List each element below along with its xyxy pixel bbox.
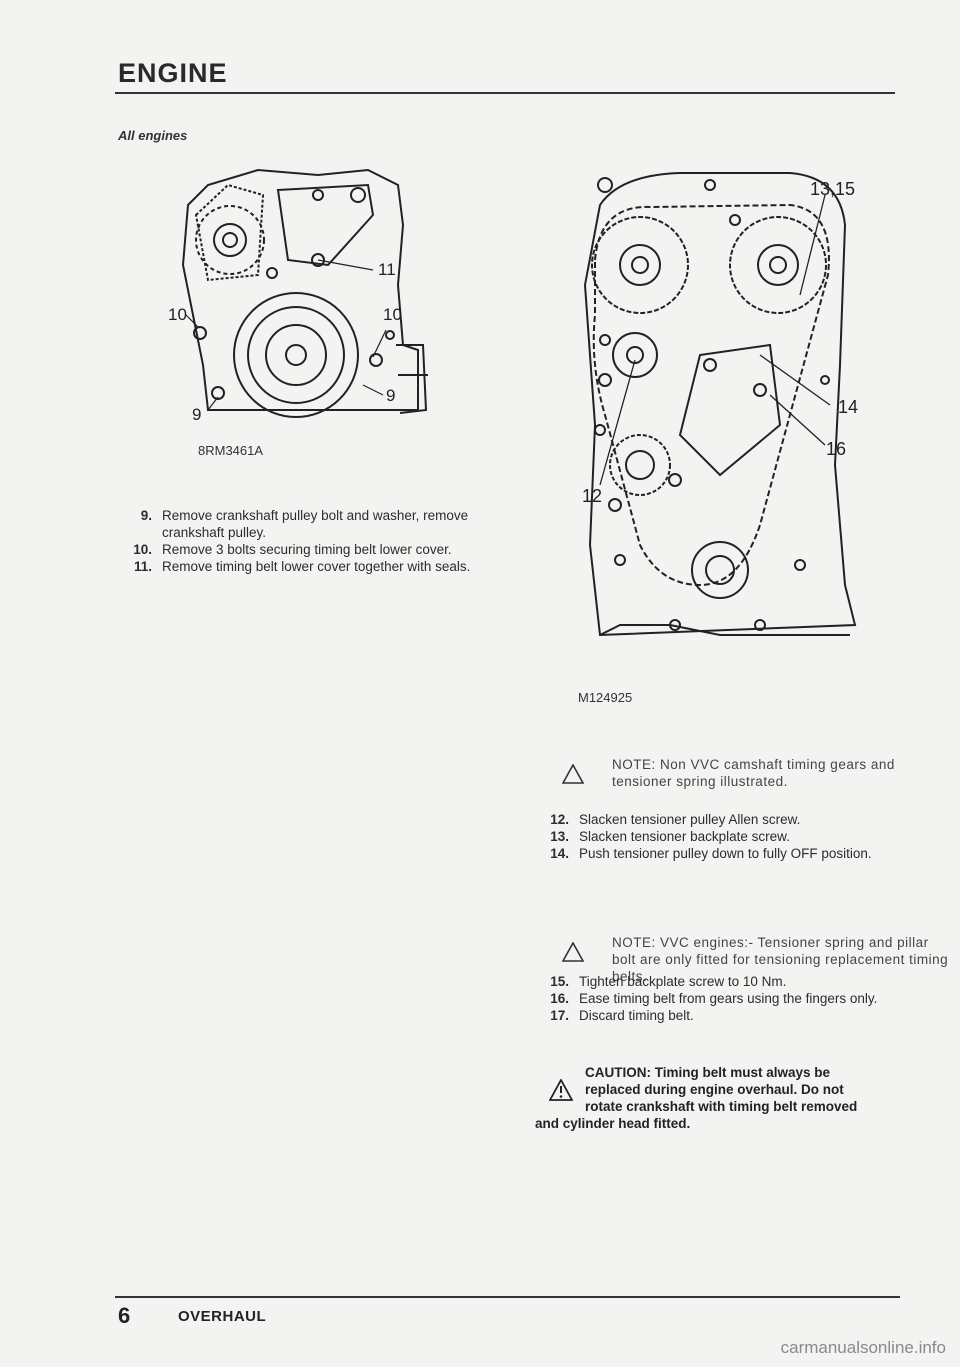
note-non-vvc: NOTE: Non VVC camshaft timing gears and … <box>561 756 952 790</box>
caution-line-3: rotate crankshaft with timing belt remov… <box>585 1099 858 1114</box>
figure-timing-belt: 13,15 14 16 12 <box>560 165 890 665</box>
callout-10-left: 10 <box>168 305 187 324</box>
crankshaft-pulley-diagram: 11 10 10 9 9 <box>168 168 428 424</box>
caution-line-2: replaced during engine overhaul. Do not <box>585 1082 844 1097</box>
watermark: carmanualsonline.info <box>780 1338 946 1357</box>
footer-section: OVERHAUL <box>178 1308 267 1325</box>
steps-right-b: 15.Tighten backplate screw to 10 Nm. 16.… <box>535 973 895 1024</box>
callout-9-left: 9 <box>192 405 201 424</box>
step-14: 14.Push tensioner pulley down to fully O… <box>550 846 872 861</box>
figure-left-caption: 8RM3461A <box>198 443 264 458</box>
callout-13-15: 13,15 <box>810 179 855 199</box>
step-9: 9.Remove crankshaft pulley bolt and wash… <box>140 508 469 540</box>
step-16: 16.Ease timing belt from gears using the… <box>550 991 878 1006</box>
footer-rule <box>115 1296 900 1298</box>
step-11: 11.Remove timing belt lower cover togeth… <box>133 559 471 574</box>
step-12: 12.Slacken tensioner pulley Allen screw. <box>550 812 801 827</box>
step-10: 10.Remove 3 bolts securing timing belt l… <box>133 542 452 557</box>
callout-9-right: 9 <box>386 386 395 405</box>
callout-12: 12 <box>582 486 602 506</box>
callout-11: 11 <box>378 260 396 279</box>
step-17: 17.Discard timing belt. <box>550 1008 694 1023</box>
note-vvc: NOTE: VVC engines:- Tensioner spring and… <box>561 934 952 985</box>
warning-triangle-icon <box>561 941 585 966</box>
header-rule <box>115 92 895 94</box>
timing-belt-diagram: 13,15 14 16 12 <box>582 172 858 637</box>
warning-triangle-icon <box>548 1078 574 1105</box>
steps-left: 9.Remove crankshaft pulley bolt and wash… <box>118 507 490 575</box>
figure-right-caption: M124925 <box>578 690 633 705</box>
page-number: 6 <box>118 1303 131 1328</box>
callout-16: 16 <box>826 439 846 459</box>
callout-10-right: 10 <box>383 305 402 324</box>
figure-crankshaft-pulley: 11 10 10 9 9 <box>168 165 438 465</box>
callout-14: 14 <box>838 397 858 417</box>
steps-right-a: 12.Slacken tensioner pulley Allen screw.… <box>535 811 895 862</box>
step-13: 13.Slacken tensioner backplate screw. <box>550 829 790 844</box>
step-15: 15.Tighten backplate screw to 10 Nm. <box>550 974 787 989</box>
caution-line-1: CAUTION: Timing belt must always be <box>585 1065 831 1080</box>
section-title: All engines <box>118 128 188 143</box>
page-header-title: ENGINE <box>118 58 228 88</box>
caution-line-4: and cylinder head fitted. <box>535 1116 691 1131</box>
warning-triangle-icon <box>561 763 585 788</box>
caution-block: CAUTION: Timing belt must always be repl… <box>535 1064 905 1132</box>
